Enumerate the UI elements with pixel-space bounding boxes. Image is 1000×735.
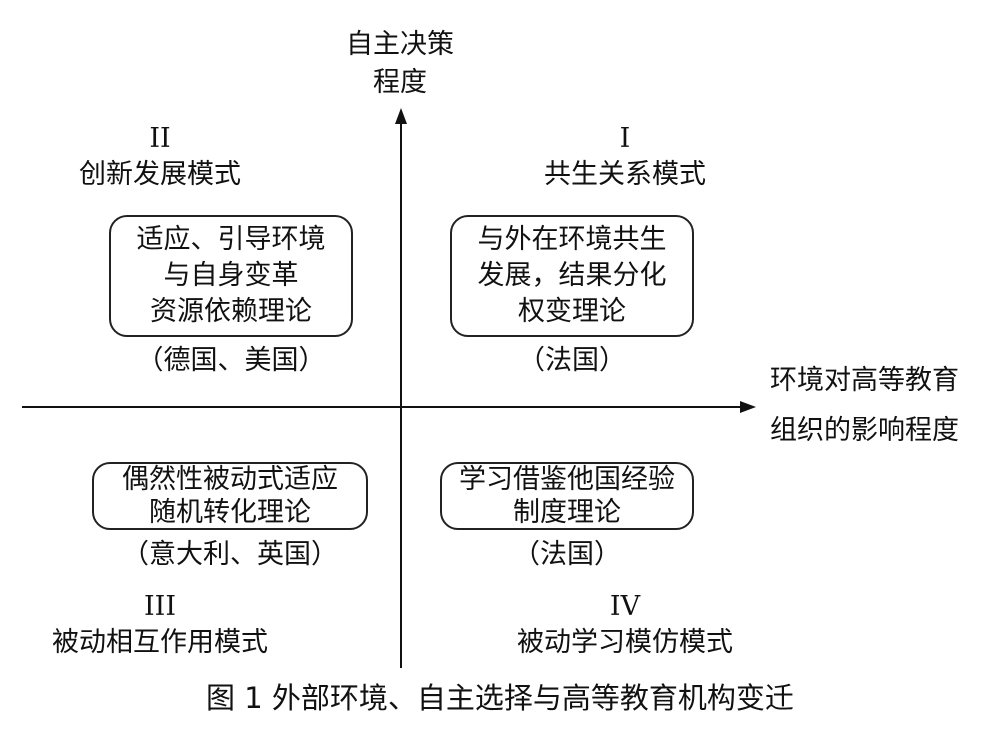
quadrant-3-box: 偶然性被动式适应 随机转化理论	[92, 462, 368, 530]
quadrant-4-numeral: IV	[609, 591, 641, 622]
y-axis-title-line1: 自主决策	[346, 29, 454, 60]
quadrant-2-box-line: 适应、引导环境	[136, 224, 326, 255]
y-axis-arrowhead	[395, 108, 407, 124]
quadrant-1-mode: 共生关系模式	[544, 159, 706, 190]
x-axis-title-line2: 组织的影响程度	[770, 415, 959, 446]
quadrant-2-box: 适应、引导环境 与自身变革 资源依赖理论	[109, 215, 353, 337]
quadrant-1-example: （法国）	[518, 345, 626, 376]
figure-caption: 图 1 外部环境、自主选择与高等教育机构变迁	[206, 681, 794, 715]
quadrant-1-box: 与外在环境共生 发展，结果分化 权变理论	[450, 215, 694, 337]
quadrant-3-numeral: III	[144, 591, 176, 622]
quadrant-4-box: 学习借鉴他国经验 制度理论	[440, 462, 694, 530]
quadrant-3-box-line: 偶然性被动式适应	[122, 464, 338, 495]
x-axis-arrowhead	[740, 401, 756, 413]
quadrant-4-box-line: 学习借鉴他国经验	[459, 464, 675, 495]
quadrant-1-box-line: 权变理论	[518, 296, 626, 327]
quadrant-4-box-line: 制度理论	[513, 497, 621, 528]
quadrant-3-example: （意大利、英国）	[122, 539, 338, 570]
quadrant-4-mode: 被动学习模仿模式	[517, 627, 733, 658]
quadrant-2-mode: 创新发展模式	[79, 159, 241, 190]
quadrant-3-mode: 被动相互作用模式	[52, 627, 268, 658]
quadrant-2-box-line: 与自身变革	[163, 260, 299, 291]
x-axis-title-line1: 环境对高等教育	[770, 365, 959, 396]
quadrant-2-example: （德国、美国）	[136, 345, 326, 376]
quadrant-1-box-line: 与外在环境共生	[477, 224, 667, 255]
quadrant-4-example: （法国）	[513, 539, 621, 570]
y-axis-title-line2: 程度	[373, 67, 427, 98]
quadrant-2-box-line: 资源依赖理论	[150, 296, 312, 327]
quadrant-2-numeral: II	[149, 123, 171, 154]
quadrant-1-box-line: 发展，结果分化	[477, 260, 667, 291]
quadrant-3-box-line: 随机转化理论	[149, 497, 311, 528]
quadrant-1-numeral: I	[619, 123, 631, 154]
